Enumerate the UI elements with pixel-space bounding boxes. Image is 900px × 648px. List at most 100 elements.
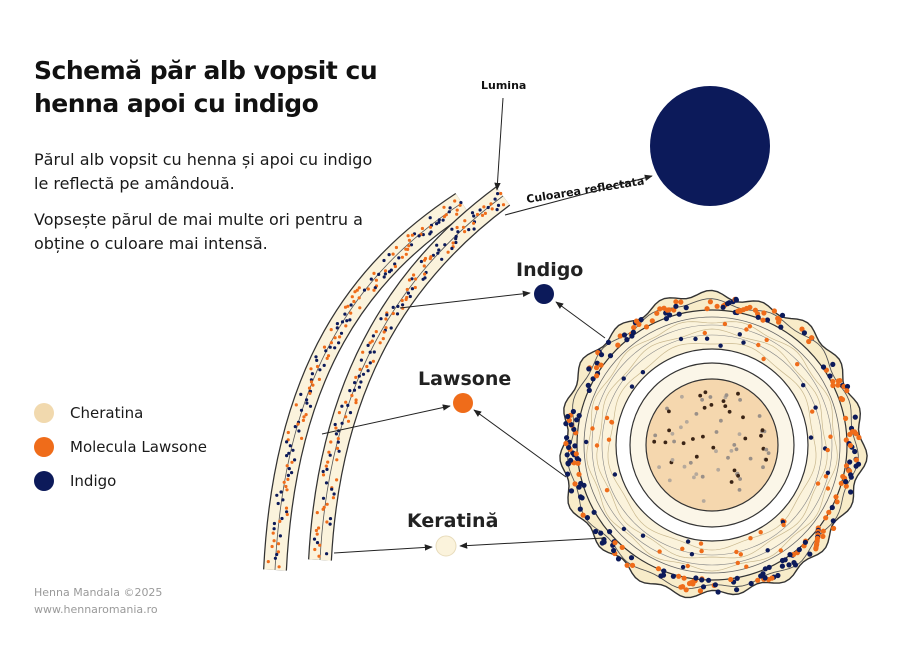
- keratin-swatch-icon: [34, 403, 54, 423]
- indigo-particle: [333, 346, 337, 350]
- indigo-particle: [585, 382, 591, 388]
- lawsone-particle: [329, 341, 333, 345]
- footer: Henna Mandala ©2025 www.hennaromania.ro: [34, 584, 162, 618]
- light-arrow: [494, 97, 504, 191]
- medulla-particle: [665, 406, 669, 411]
- indigo-particle: [428, 232, 432, 236]
- indigo-particle: [758, 573, 764, 579]
- lawsone-particle: [391, 311, 395, 316]
- lawsone-particle: [681, 575, 687, 581]
- medulla-particle: [698, 393, 703, 398]
- indigo-particle: [448, 206, 452, 210]
- lawsone-particle: [846, 467, 852, 474]
- indigo-particle: [855, 461, 862, 467]
- indigo-particle: [345, 319, 349, 323]
- medulla-particle: [653, 433, 658, 438]
- lawsone-particle: [404, 247, 408, 251]
- indigo-particle: [584, 515, 591, 521]
- indigo-particle: [496, 192, 500, 196]
- indigo-particle: [273, 556, 277, 560]
- indigo-particle: [496, 203, 501, 207]
- indigo-particle: [590, 376, 596, 382]
- medulla-particle: [679, 425, 683, 430]
- medulla-particle: [663, 440, 668, 445]
- indigo-particle: [571, 426, 577, 432]
- indigo-swatch-icon: [34, 471, 54, 491]
- lawsone-particle: [676, 573, 682, 579]
- indigo-particle: [396, 304, 400, 308]
- lawsone-particle: [301, 418, 305, 422]
- medulla-particle: [714, 449, 718, 454]
- medulla-particle: [694, 472, 699, 476]
- lawsone-particle: [704, 306, 710, 312]
- indigo-particle: [621, 332, 628, 338]
- lawsone-particle: [834, 499, 840, 505]
- lawsone-particle: [442, 205, 446, 209]
- indigo-particle: [718, 343, 723, 348]
- indigo-particle: [786, 562, 792, 568]
- lawsone-particle: [781, 522, 786, 528]
- lawsone-particle: [463, 230, 467, 234]
- lawsone-particle: [405, 287, 409, 292]
- reflected-color-circle: [650, 86, 770, 206]
- indigo-particle: [421, 233, 425, 237]
- indigo-particle: [435, 222, 439, 226]
- legend-item-indigo: Indigo: [34, 464, 207, 498]
- lawsone-particle: [619, 544, 625, 551]
- indigo-particle: [372, 350, 376, 354]
- lawsone-particle: [428, 225, 433, 229]
- lawsone-particle: [455, 225, 459, 230]
- indigo-particle: [328, 453, 332, 457]
- lawsone-particle: [612, 540, 618, 546]
- lawsone-particle: [315, 364, 320, 369]
- indigo-particle: [359, 358, 363, 362]
- indigo-arrow-from-strand: [399, 290, 531, 309]
- indigo-arrow-from-section: [555, 301, 606, 339]
- indigo-particle: [472, 214, 476, 218]
- lawsone-particle: [361, 350, 365, 354]
- medulla-particle: [764, 457, 768, 462]
- indigo-particle: [720, 304, 726, 310]
- indigo-particle: [279, 490, 283, 494]
- indigo-particle: [410, 277, 414, 281]
- lawsone-particle: [624, 562, 630, 568]
- indigo-particle: [337, 341, 341, 345]
- indigo-particle: [409, 243, 414, 247]
- lawsone-particle: [722, 321, 728, 327]
- lawsone-particle: [825, 447, 830, 453]
- lawsone-particle: [830, 378, 836, 385]
- indigo-particle: [847, 459, 853, 465]
- indigo-particle: [685, 539, 691, 544]
- indigo-particle: [387, 253, 391, 257]
- lawsone-particle: [844, 388, 850, 394]
- lawsone-particle: [286, 477, 290, 481]
- indigo-particle: [630, 329, 637, 335]
- indigo-particle: [454, 237, 458, 241]
- indigo-particle: [581, 482, 587, 488]
- indigo-particle: [564, 452, 570, 458]
- indigo-particle: [820, 364, 827, 370]
- indigo-particle: [382, 258, 386, 263]
- indigo-particle: [397, 256, 401, 260]
- lawsone-particle: [325, 520, 329, 524]
- lawsone-particle: [594, 406, 599, 411]
- lawsone-particle: [451, 241, 455, 245]
- lawsone-particle: [799, 326, 805, 332]
- lawsone-particle: [673, 299, 679, 305]
- indigo-particle: [568, 422, 574, 428]
- medulla: [645, 378, 779, 512]
- indigo-particle: [848, 472, 854, 478]
- footer-website[interactable]: www.hennaromania.ro: [34, 603, 158, 616]
- lawsone-particle: [566, 417, 572, 423]
- lawsone-particle: [343, 305, 348, 309]
- keratin-arrow-from-strand: [333, 544, 433, 554]
- lawsone-particle: [414, 277, 418, 281]
- lawsone-particle: [563, 440, 569, 447]
- lawsone-particle: [378, 341, 382, 345]
- lawsone-particle: [617, 333, 623, 339]
- lawsone-particle: [831, 525, 837, 532]
- lawsone-particle: [344, 324, 348, 328]
- lawsone-particle: [400, 255, 404, 259]
- indigo-particle: [293, 458, 297, 462]
- indigo-particle: [440, 257, 444, 261]
